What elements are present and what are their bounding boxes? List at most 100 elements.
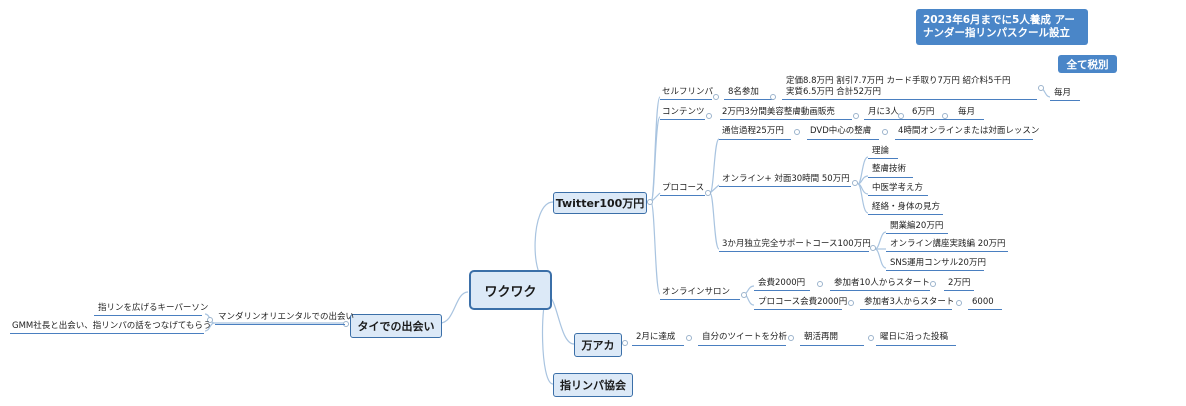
underline xyxy=(868,214,943,215)
underline xyxy=(754,309,842,310)
self-price-2[interactable]: 実質6.5万円 合計52万円 xyxy=(786,87,882,97)
underline xyxy=(944,290,974,291)
pro-theory[interactable]: 理論 xyxy=(872,146,890,156)
underline xyxy=(860,309,952,310)
goal-note: 2023年6月までに5人養成 アーナンダー指リンパスクール設立 xyxy=(916,9,1088,45)
branch-assoc[interactable]: 指リンパ協会 xyxy=(553,373,633,397)
pro-meridian[interactable]: 経絡・身体の見方 xyxy=(872,202,941,212)
collapse-dot[interactable] xyxy=(713,94,719,100)
underline xyxy=(1050,100,1080,101)
collapse-dot[interactable] xyxy=(930,281,936,287)
underline xyxy=(719,251,869,252)
thai-meet[interactable]: マンダリンオリエンタルでの出会い xyxy=(218,312,355,322)
content-item[interactable]: 2万円3分間美容整膚動画販売 xyxy=(722,107,835,117)
underline xyxy=(632,345,684,346)
thai-gmm[interactable]: GMM社長と出会い、指リンパの話をつなげてもらう xyxy=(12,321,212,331)
pro-label[interactable]: プロコース xyxy=(662,183,705,193)
underline xyxy=(800,345,864,346)
underline xyxy=(754,290,810,291)
tax-note: 全て税別 xyxy=(1058,55,1117,73)
collapse-dot[interactable] xyxy=(794,129,800,135)
underline xyxy=(895,139,1033,140)
mana-analyze[interactable]: 自分のツイートを分析 xyxy=(702,332,788,342)
salon-amount2[interactable]: 6000 xyxy=(972,297,994,307)
pro-tcm[interactable]: 中医学考え方 xyxy=(872,183,924,193)
content-amount[interactable]: 6万円 xyxy=(912,107,935,117)
pro-support[interactable]: 3か月独立完全サポートコース100万円 xyxy=(722,239,871,249)
branch-mana[interactable]: 万アカ xyxy=(574,333,622,357)
underline xyxy=(660,99,712,100)
collapse-dot[interactable] xyxy=(706,113,712,119)
collapse-dot[interactable] xyxy=(882,129,888,135)
collapse-dot[interactable] xyxy=(852,180,858,186)
collapse-dot[interactable] xyxy=(788,335,794,341)
underline xyxy=(698,345,786,346)
underline xyxy=(94,315,202,316)
underline xyxy=(886,233,948,234)
collapse-dot[interactable] xyxy=(686,335,692,341)
root-node[interactable]: ワクワク xyxy=(469,270,552,310)
salon-start10[interactable]: 参加者10人からスタート xyxy=(834,278,930,288)
pro-sns[interactable]: SNS運用コンサル20万円 xyxy=(890,258,986,268)
underline xyxy=(968,309,1002,310)
collapse-dot[interactable] xyxy=(853,113,859,119)
underline xyxy=(876,345,956,346)
mana-post[interactable]: 曜日に沿った投稿 xyxy=(880,332,949,342)
underline xyxy=(720,119,852,120)
collapse-dot[interactable] xyxy=(207,317,213,323)
underline xyxy=(864,119,984,120)
underline xyxy=(868,177,913,178)
pro-start[interactable]: 開業編20万円 xyxy=(890,221,944,231)
pro-online30[interactable]: オンライン+ 対面30時間 50万円 xyxy=(722,174,850,184)
underline xyxy=(719,186,851,187)
underline xyxy=(830,290,930,291)
collapse-dot[interactable] xyxy=(705,190,711,196)
underline xyxy=(868,195,928,196)
salon-fee[interactable]: 会費2000円 xyxy=(758,278,806,288)
self-label[interactable]: セルフリンパ xyxy=(662,87,714,97)
collapse-dot[interactable] xyxy=(622,340,628,346)
collapse-dot[interactable] xyxy=(848,300,854,306)
underline xyxy=(807,139,879,140)
collapse-dot[interactable] xyxy=(942,113,948,119)
branch-twitter[interactable]: Twitter100万円 xyxy=(553,192,647,214)
mana-resume[interactable]: 朝活再開 xyxy=(804,332,839,342)
collapse-dot[interactable] xyxy=(868,335,874,341)
salon-amount1[interactable]: 2万円 xyxy=(948,278,971,288)
underline xyxy=(215,324,345,325)
collapse-dot[interactable] xyxy=(741,292,747,298)
underline xyxy=(886,270,984,271)
collapse-dot[interactable] xyxy=(956,300,962,306)
branch-thai[interactable]: タイでの出会い xyxy=(350,314,442,338)
underline xyxy=(868,158,898,159)
pro-dvd[interactable]: DVD中心の整膚 xyxy=(810,126,872,136)
underline xyxy=(10,333,204,334)
collapse-dot[interactable] xyxy=(1038,85,1044,91)
content-monthly[interactable]: 月に3人 xyxy=(868,107,899,117)
content-label[interactable]: コンテンツ xyxy=(662,107,705,117)
collapse-dot[interactable] xyxy=(770,94,776,100)
self-freq[interactable]: 毎月 xyxy=(1054,88,1072,98)
underline xyxy=(886,251,1008,252)
pro-tech[interactable]: 整膚技術 xyxy=(872,164,907,174)
underline xyxy=(660,299,740,300)
pro-corr[interactable]: 通信過程25万円 xyxy=(722,126,784,136)
pro-lesson[interactable]: 4時間オンラインまたは対面レッスン xyxy=(898,126,1040,136)
collapse-dot[interactable] xyxy=(647,199,653,205)
salon-label[interactable]: オンラインサロン xyxy=(662,287,731,297)
self-price-1[interactable]: 定価8.8万円 割引7.7万円 カード手取り7万円 紹介料5千円 xyxy=(786,76,1011,86)
salon-start3[interactable]: 参加者3人からスタート xyxy=(864,297,955,307)
content-freq[interactable]: 毎月 xyxy=(958,107,976,117)
collapse-dot[interactable] xyxy=(817,281,823,287)
self-count[interactable]: 8名参加 xyxy=(728,87,759,97)
underline xyxy=(719,139,791,140)
underline xyxy=(724,99,774,100)
underline xyxy=(660,119,705,120)
thai-keyperson[interactable]: 指リンを広げるキーパーソン xyxy=(98,303,209,313)
collapse-dot[interactable] xyxy=(898,113,904,119)
underline xyxy=(782,99,1037,100)
pro-course[interactable]: オンライン講座実践編 20万円 xyxy=(890,239,1006,249)
collapse-dot[interactable] xyxy=(870,245,876,251)
mana-achieve[interactable]: 2月に達成 xyxy=(636,332,676,342)
salon-profee[interactable]: プロコース会費2000円 xyxy=(758,297,848,307)
